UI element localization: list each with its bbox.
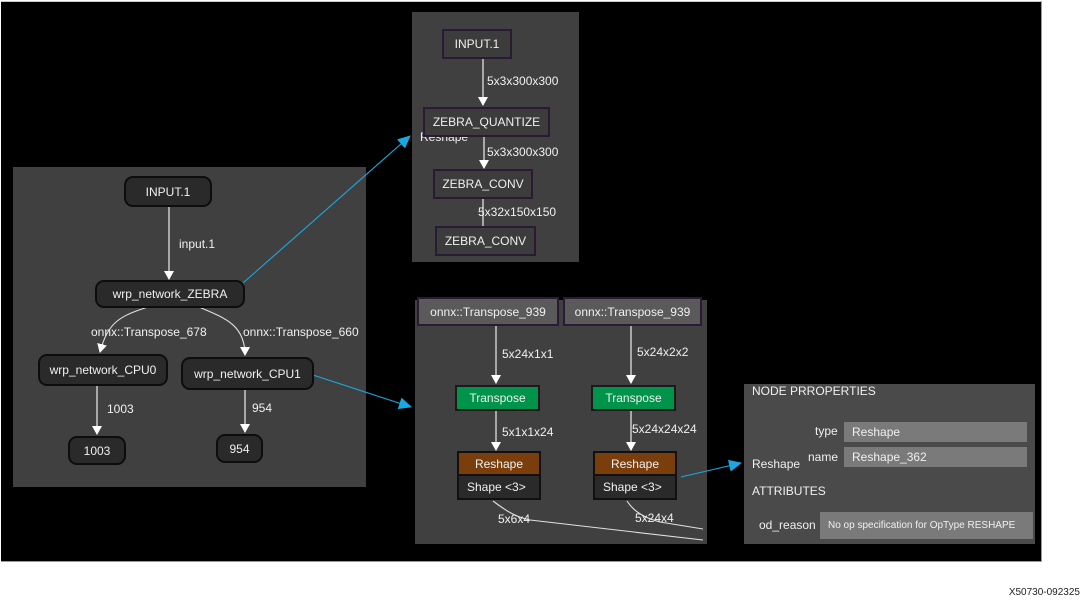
- transpose-node-1[interactable]: Transpose: [455, 385, 540, 411]
- zebra-node-quantize[interactable]: ZEBRA_QUANTIZE: [423, 107, 550, 137]
- node-input[interactable]: INPUT.1: [124, 176, 212, 207]
- cpu1-source-node-2[interactable]: onnx::Transpose_939: [563, 297, 702, 326]
- cpu1-source-node-1[interactable]: onnx::Transpose_939: [417, 297, 559, 326]
- edge-label-transpose-660: onnx::Transpose_660: [243, 325, 359, 339]
- reshape-shape-2: Shape <3>: [593, 476, 677, 500]
- zebra-edge-label-3: 5x32x150x150: [478, 205, 557, 219]
- edge-label-954: 954: [252, 401, 273, 415]
- zebra-node-conv-1[interactable]: ZEBRA_CONV: [433, 169, 533, 199]
- edge-label-input: input.1: [179, 237, 216, 251]
- zebra-node-conv-2[interactable]: ZEBRA_CONV: [435, 226, 536, 256]
- zebra-edge-label-1: 5x3x300x300: [487, 74, 559, 88]
- properties-od-reason-label: od_reason: [759, 518, 816, 532]
- edge-label-1003: 1003: [107, 402, 134, 416]
- cpu1-edge-label-1c: 5x6x4: [498, 512, 531, 526]
- cpu1-edge-label-2b: 5x24x24x24: [632, 422, 697, 436]
- cpu1-edge-label-1b: 5x1x1x24: [502, 425, 554, 439]
- node-output-954[interactable]: 954: [216, 434, 263, 463]
- node-wrp-network-cpu0[interactable]: wrp_network_CPU0: [38, 354, 168, 386]
- zebra-edge-label-2: 5x3x300x300: [487, 145, 559, 159]
- zebra-node-input[interactable]: INPUT.1: [442, 29, 512, 59]
- node-wrp-network-cpu1[interactable]: wrp_network_CPU1: [181, 357, 314, 390]
- properties-type-label: type: [815, 424, 838, 438]
- reshape-node-2[interactable]: Reshape: [593, 451, 677, 476]
- properties-attributes-title: ATTRIBUTES: [752, 484, 826, 498]
- cpu1-edge-label-1a: 5x24x1x1: [502, 347, 554, 361]
- cpu1-edge-label-2c: 5x24x4: [635, 511, 674, 525]
- reshape-node-1[interactable]: Reshape: [457, 451, 541, 476]
- properties-name-label: name: [808, 450, 839, 464]
- node-output-1003[interactable]: 1003: [68, 436, 126, 465]
- cpu1-edge-label-2a: 5x24x2x2: [637, 345, 689, 359]
- figure-id: X50730-092325: [1008, 587, 1080, 598]
- properties-node-label: Reshape: [752, 457, 801, 471]
- properties-name-field[interactable]: Reshape_362: [844, 447, 1027, 467]
- transpose-node-2[interactable]: Transpose: [591, 385, 676, 411]
- properties-od-reason-field[interactable]: No op specification for OpType RESHAPE: [820, 512, 1033, 539]
- reshape-shape-1: Shape <3>: [457, 476, 541, 500]
- properties-title: NODE PRROPERTIES: [752, 384, 876, 398]
- properties-type-field[interactable]: Reshape: [844, 422, 1027, 442]
- node-wrp-network-zebra[interactable]: wrp_network_ZEBRA: [95, 280, 245, 308]
- edge-label-transpose-678: onnx::Transpose_678: [91, 325, 207, 339]
